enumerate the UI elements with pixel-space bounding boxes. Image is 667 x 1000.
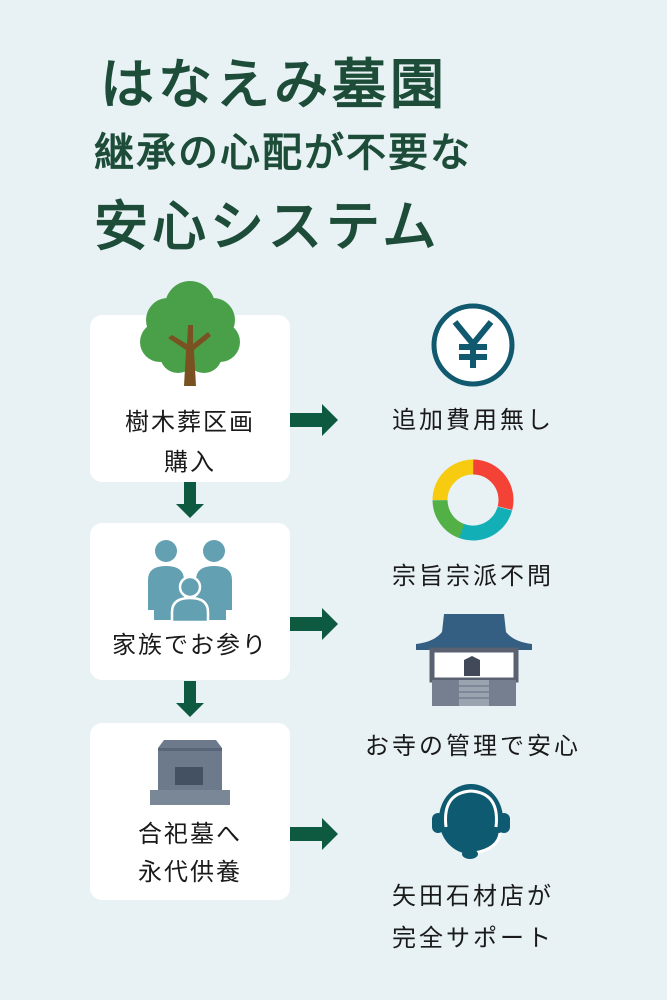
title-line-2: 継承の心配が不要な — [94, 129, 472, 176]
temple-icon — [416, 614, 532, 706]
benefit-1-label: 追加費用無し — [392, 406, 554, 434]
title-line-1: はなえみ墓園 — [100, 52, 448, 116]
arrow-right-icon — [290, 818, 338, 850]
arrow-right-icon — [290, 608, 338, 640]
step-3-label-line-1: 合祀墓へ — [138, 820, 242, 848]
step-3-label-line-2: 永代供養 — [138, 858, 242, 886]
benefit-4-label-line-2: 完全サポート — [392, 924, 554, 952]
step-1-label-line-2: 購入 — [164, 448, 216, 476]
benefit-3-label: お寺の管理で安心 — [365, 732, 581, 760]
yen-icon — [431, 303, 515, 387]
grave-icon — [150, 740, 230, 805]
tree-icon — [140, 281, 240, 386]
step-1-label-line-1: 樹木葬区画 — [125, 408, 255, 436]
family-icon — [148, 540, 232, 622]
donut-icon — [432, 459, 514, 541]
step-2-label: 家族でお参り — [112, 631, 268, 659]
title-line-3: 安心システム — [94, 194, 441, 258]
arrow-right-icon — [290, 404, 338, 436]
arrow-down-icon — [176, 482, 204, 518]
benefit-2-label: 宗旨宗派不問 — [392, 562, 554, 590]
benefit-4-label-line-1: 矢田石材店が — [392, 882, 554, 910]
headset-icon — [432, 784, 510, 859]
arrow-down-icon — [176, 681, 204, 717]
